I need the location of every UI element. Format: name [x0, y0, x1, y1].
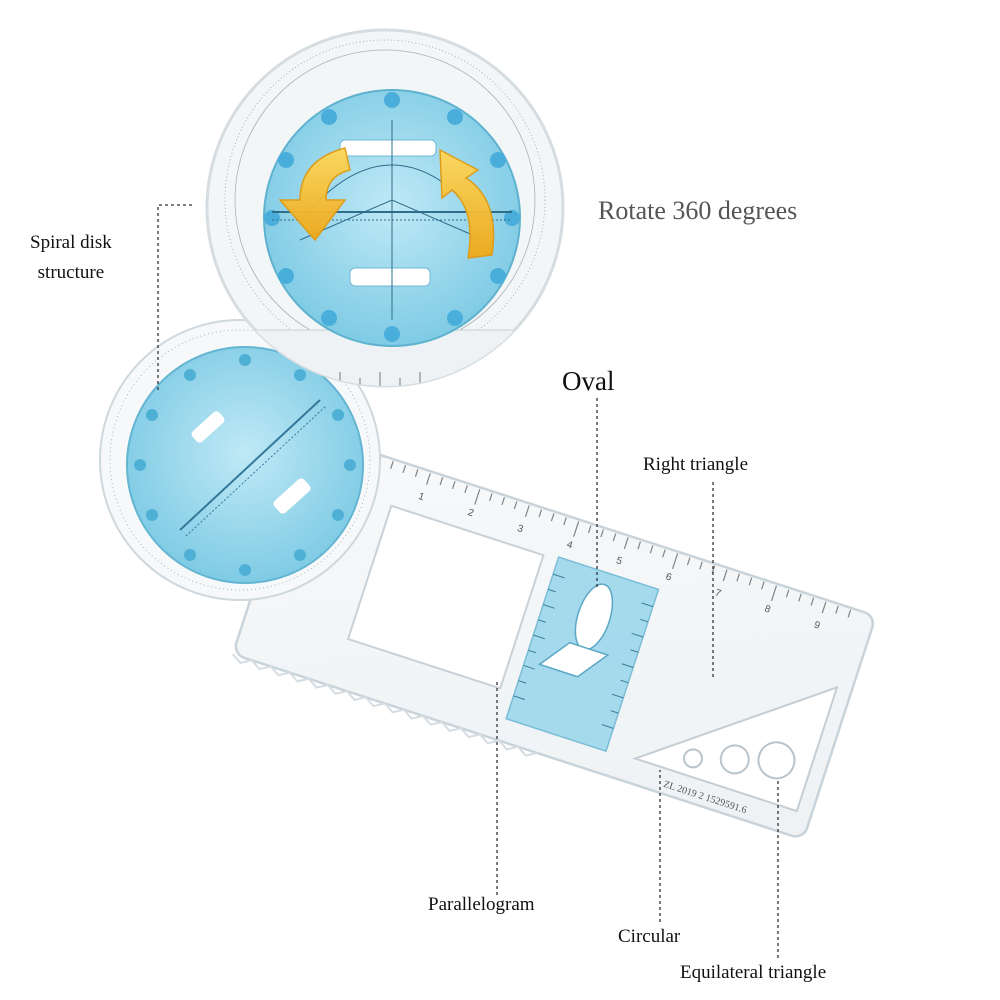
protractor-disk [99, 319, 381, 601]
scale-number: 7 [714, 587, 723, 599]
right-triangle-label: Right triangle [643, 454, 749, 475]
rotate-arrow-right-icon [439, 148, 495, 259]
circular-hole [719, 744, 750, 775]
scale-number: 3 [516, 523, 525, 535]
spiral-disk-label: Spiral disk structure [30, 228, 112, 288]
circular-hole-large [757, 741, 796, 780]
scale-number: 4 [565, 539, 574, 551]
parallelogram-label: Parallelogram [428, 894, 535, 915]
equilateral-triangle-label: Equilateral triangle [680, 962, 827, 983]
spiral-disk-studs [134, 354, 356, 576]
circular-label: Circular [618, 926, 681, 947]
parallelogram-template [537, 641, 610, 678]
ruler-serrated-edge [231, 653, 538, 757]
scale-number: 2 [466, 507, 475, 519]
scale-number: 9 [813, 620, 822, 632]
slider-ruler [505, 556, 660, 753]
leader-lines [157, 204, 779, 958]
scale-number: 6 [664, 571, 673, 583]
rotate-label: Rotate 360 degrees [598, 196, 798, 225]
scale-number: 5 [615, 555, 624, 567]
scale-number: 1 [417, 491, 426, 503]
oval-label: Oval [562, 366, 615, 396]
top-scale [375, 457, 852, 618]
top-scale-numbers: 0 1 2 3 4 5 6 7 8 9 [367, 475, 821, 632]
spiral-disk-label-line2: structure [37, 262, 105, 283]
spiral-disk [126, 346, 364, 584]
scale-number: 8 [763, 604, 772, 616]
window-cutout [346, 504, 545, 690]
zoom-detail [205, 28, 565, 388]
circular-hole-small [683, 748, 704, 769]
rotate-arrow-left-icon [278, 147, 351, 242]
spiral-disk-label-line1: Spiral disk [30, 232, 112, 253]
